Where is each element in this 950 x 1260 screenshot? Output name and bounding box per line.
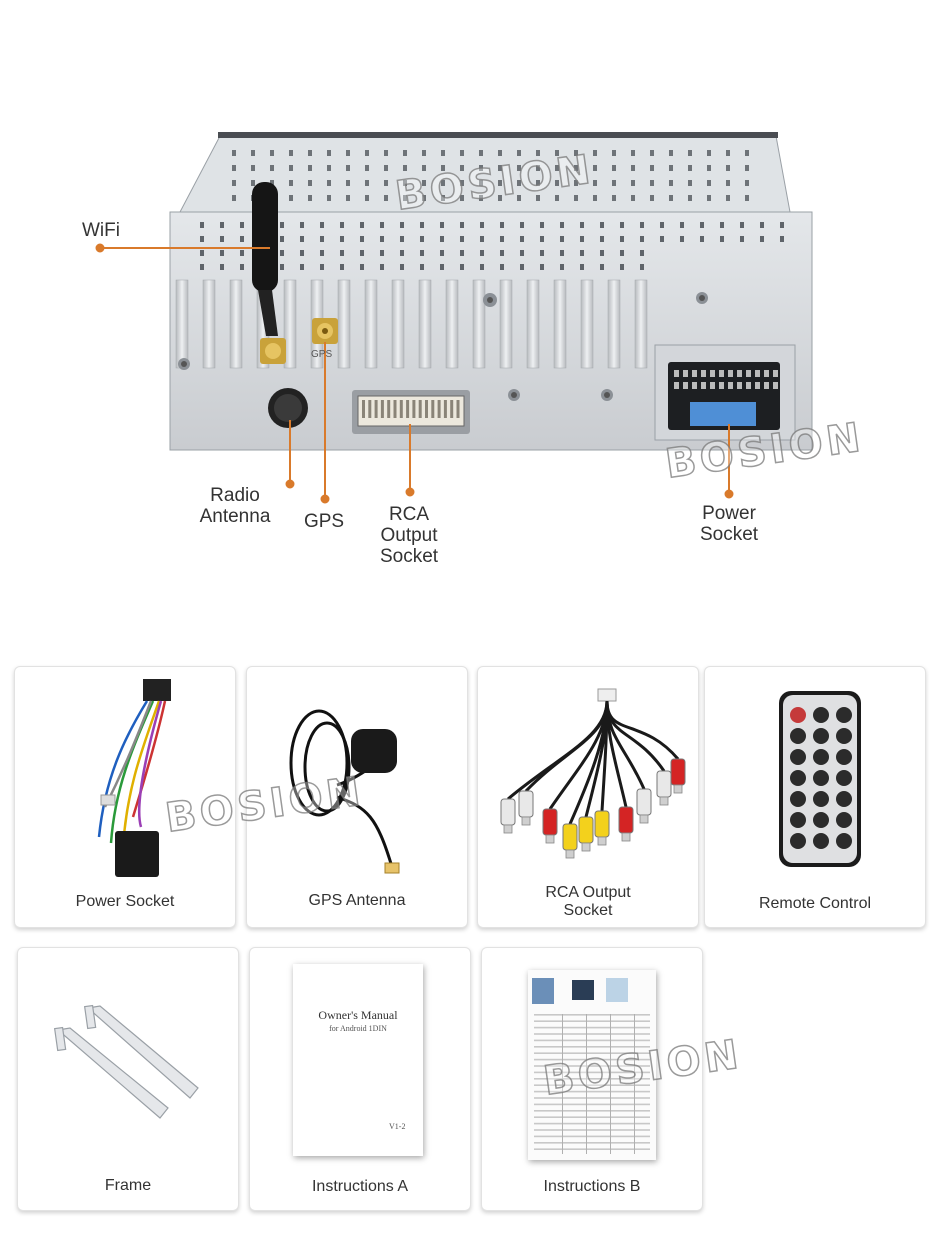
head-unit-illustration — [95, 132, 813, 504]
callout-gps: GPS — [303, 511, 345, 532]
callout-radio-antenna: Radio Antenna — [199, 485, 271, 527]
gps-port-mark: GPS — [311, 349, 333, 360]
callout-wifi: WiFi — [82, 220, 120, 241]
accessory-label: Frame — [104, 1177, 152, 1194]
unit-back-panel: GPS WiFi Radio Antenna GPS RCA Output So… — [0, 0, 950, 600]
accessory-card-instructions-b: Instructions B — [481, 947, 703, 1211]
instruction-sheet-content — [532, 978, 650, 1154]
accessory-label: Instructions A — [311, 1178, 409, 1195]
power-harness-image — [97, 679, 171, 877]
accessory-label: Remote Control — [758, 895, 872, 912]
accessory-card-frame: Frame — [17, 947, 239, 1211]
accessory-card-remote-control: Remote Control — [704, 666, 926, 928]
manual-subtitle: for Android 1DIN — [329, 1024, 387, 1033]
accessory-card-instructions-a: Owner's Manual for Android 1DIN V1-2 Ins… — [249, 947, 471, 1211]
callout-rca-output: RCA Output Socket — [379, 504, 439, 567]
accessory-card-gps-antenna: GPS Antenna — [246, 666, 468, 928]
callout-power-socket: Power Socket — [699, 503, 759, 545]
manual-version: V1-2 — [389, 1122, 406, 1131]
accessory-label: Power Socket — [75, 893, 175, 910]
remote-control-image — [779, 691, 861, 867]
accessory-label: RCA Output Socket — [545, 884, 631, 919]
frame-keys-image — [53, 1004, 199, 1119]
gps-antenna-image — [289, 709, 400, 874]
manual-title: Owner's Manual — [318, 1008, 398, 1022]
instruction-sheet-image — [528, 970, 656, 1160]
accessory-label: Instructions B — [543, 1178, 641, 1195]
rca-cable-image — [500, 688, 686, 859]
accessory-label: GPS Antenna — [308, 892, 406, 909]
accessory-card-power-socket: Power Socket — [14, 666, 236, 928]
wifi-antenna — [252, 182, 278, 336]
accessory-card-rca-output-socket: RCA Output Socket — [477, 666, 699, 928]
owners-manual-image: Owner's Manual for Android 1DIN V1-2 — [293, 964, 423, 1156]
